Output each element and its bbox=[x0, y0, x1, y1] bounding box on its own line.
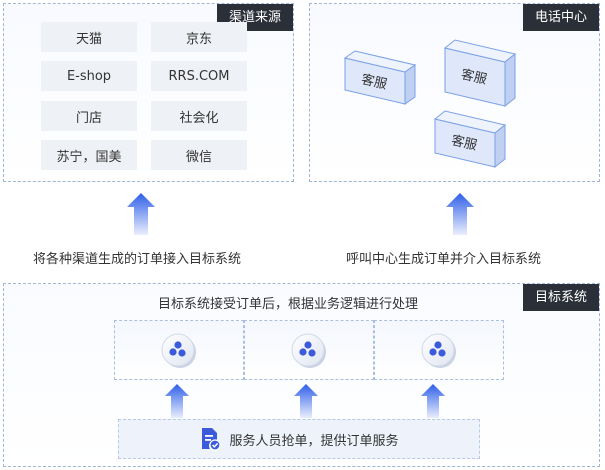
agent-box-1-label: 客服 bbox=[360, 71, 389, 92]
service-bar: 服务人员抢单，提供订单服务 bbox=[118, 419, 480, 459]
agent-box-2-label: 客服 bbox=[460, 66, 489, 87]
channel-chip-tmall: 天猫 bbox=[41, 22, 137, 52]
call-center-tag: 电话中心 bbox=[522, 4, 599, 31]
up-arrow-call-center bbox=[446, 193, 474, 235]
up-arrow-node-1 bbox=[165, 384, 189, 418]
target-system-tag: 目标系统 bbox=[522, 284, 599, 311]
target-system-description: 目标系统接受订单后，根据业务逻辑进行处理 bbox=[158, 297, 419, 312]
blockchain-disc-icon bbox=[291, 333, 326, 368]
channel-chip-eshop: E-shop bbox=[41, 61, 137, 91]
service-label: 服务人员抢单，提供订单服务 bbox=[229, 433, 399, 449]
blockchain-disc-icon bbox=[161, 333, 196, 368]
processing-node-2 bbox=[244, 320, 374, 380]
call-center-caption: 呼叫中心生成订单并介入目标系统 bbox=[346, 252, 542, 267]
up-arrow-node-2 bbox=[294, 384, 318, 418]
up-arrow-channels bbox=[127, 193, 155, 235]
processing-node-1 bbox=[114, 320, 244, 380]
channel-caption: 将各种渠道生成的订单接入目标系统 bbox=[33, 252, 242, 267]
agent-box-3-label: 客服 bbox=[450, 132, 479, 153]
channel-chip-jd: 京东 bbox=[151, 22, 247, 52]
channel-chip-suning-gome: 苏宁，国美 bbox=[41, 140, 137, 170]
channel-chip-store: 门店 bbox=[41, 101, 137, 131]
agent-box-1: 客服 bbox=[343, 50, 417, 105]
up-arrow-node-3 bbox=[421, 384, 445, 418]
channel-chip-social: 社会化 bbox=[151, 101, 247, 131]
call-center-panel: 电话中心 bbox=[309, 3, 600, 182]
agent-box-3: 客服 bbox=[433, 110, 507, 169]
channel-chip-rrs: RRS.COM bbox=[151, 61, 247, 91]
document-check-icon bbox=[202, 428, 222, 451]
processing-node-3 bbox=[374, 320, 504, 380]
agent-box-2: 客服 bbox=[443, 39, 517, 108]
blockchain-disc-icon bbox=[421, 333, 456, 368]
channel-chip-wechat: 微信 bbox=[151, 140, 247, 170]
